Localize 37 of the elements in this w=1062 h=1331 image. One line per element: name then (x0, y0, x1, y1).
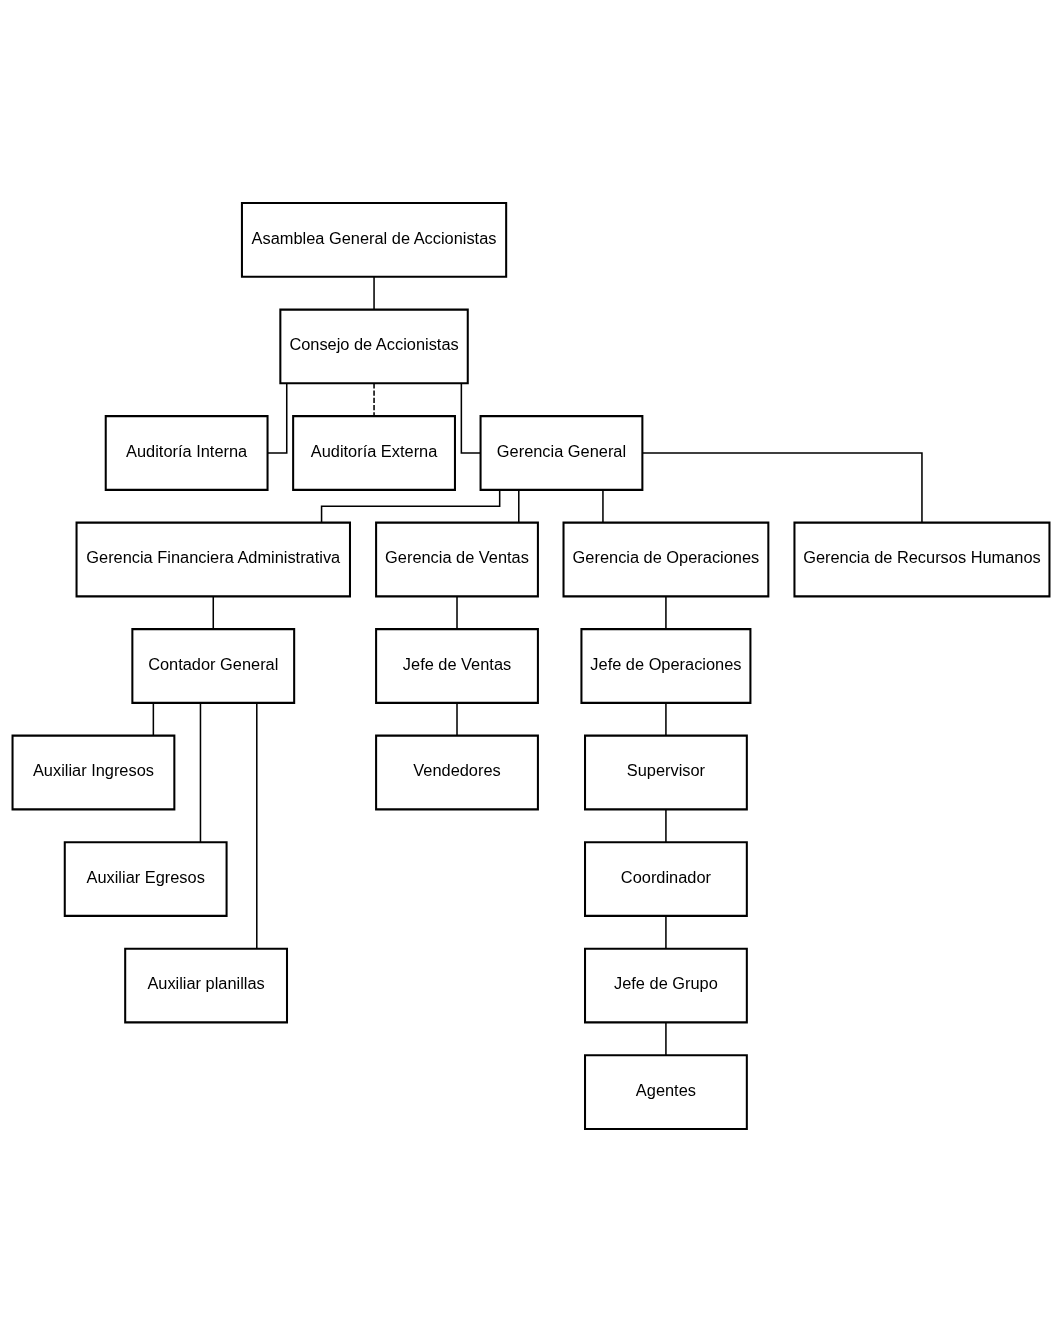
node-box: Contador General (131, 627, 296, 704)
connector (665, 808, 667, 843)
node-box: Agentes (584, 1053, 748, 1130)
connector (373, 382, 375, 417)
connector (602, 488, 604, 523)
connector (212, 595, 215, 630)
connector (373, 275, 375, 310)
node-box: Jefe de Operaciones (580, 627, 752, 704)
node-box: Coordinador (584, 840, 748, 917)
connector (642, 451, 923, 523)
node-box: Gerencia de Recursos Humanos (793, 521, 1051, 597)
connector (665, 914, 667, 949)
node-box: Gerencia de Operaciones (562, 521, 770, 597)
connector (665, 701, 667, 736)
node-box: Gerencia General (479, 414, 644, 491)
node-box: Jefe de Ventas (375, 627, 539, 704)
connector (456, 595, 458, 630)
connector (456, 701, 458, 736)
node-box: Gerencia Financiera Administrativa (75, 521, 351, 597)
node-box: Supervisor (584, 734, 748, 810)
connector (518, 488, 520, 523)
node-box: Vendedores (375, 734, 539, 810)
node-box: Auditoría Interna (104, 414, 269, 491)
node-box: Jefe de Grupo (584, 947, 748, 1023)
connector (665, 1021, 667, 1056)
node-box: Asamblea General de Accionistas (240, 201, 508, 278)
node-box: Auxiliar planillas (124, 947, 289, 1023)
connector (152, 701, 155, 736)
connector (199, 701, 202, 843)
node-box: Auxiliar Egresos (63, 840, 228, 917)
node-box: Consejo de Accionistas (279, 308, 469, 384)
node-box: Gerencia de Ventas (375, 521, 539, 597)
connector (256, 701, 258, 949)
node-box: Auxiliar Ingresos (11, 734, 176, 810)
node-box: Auditoría Externa (292, 414, 456, 491)
connector (320, 488, 501, 523)
connector (665, 595, 667, 630)
